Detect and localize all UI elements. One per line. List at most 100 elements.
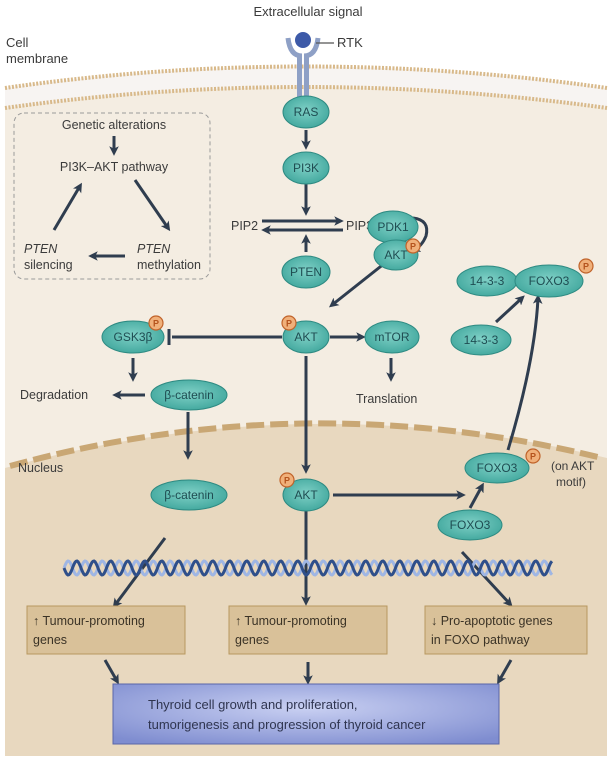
cell-membrane-label-2: membrane [6, 51, 68, 66]
akt-membrane-node-label: AKT [384, 248, 408, 262]
arrow-box3-to-outcome [497, 659, 513, 685]
phosphate-label: P [153, 319, 159, 329]
14-3-3-node-label: 14-3-3 [464, 333, 499, 347]
extracellular-signal-label: Extracellular signal [253, 4, 362, 19]
gene-box-1-line2: genes [33, 633, 67, 647]
feedback-loop-box [13, 112, 211, 280]
arrow-pathway-to-methylation [133, 179, 171, 232]
beta-catenin-cytoplasm-node: β-catenin [150, 379, 228, 411]
arrow-1433-binding [494, 295, 525, 324]
akt-nucleus-node-label: AKT [294, 488, 318, 502]
akt-cytoplasm-node-label: AKT [294, 330, 318, 344]
outcome-line2: tumorigenesis and progression of thyroid… [148, 717, 426, 732]
phosphate-label: P [530, 452, 536, 462]
ras-node-label: RAS [294, 105, 319, 119]
arrow-foxo3-export [506, 294, 543, 451]
pi3k-node-label: PI3K [293, 161, 319, 175]
akt-cytoplasm-node-shape [282, 320, 330, 354]
pten-silencing-word: silencing [24, 258, 73, 272]
ras-node-shape [282, 95, 330, 129]
pip3-label: PIP3 [346, 219, 373, 233]
arrow-foxo3-phosphorylation [468, 482, 484, 509]
pi3k-node-shape [282, 151, 330, 185]
translation-label: Translation [356, 392, 417, 406]
dna-strand-front [62, 559, 554, 577]
gsk3b-node-shape [101, 320, 165, 354]
gene-box-1-line1: ↑ Tumour-promoting [33, 614, 145, 628]
mtor-node: mTOR [364, 320, 420, 354]
pten-methylation-word: methylation [137, 258, 201, 272]
nucleus-label: Nucleus [18, 461, 63, 475]
14-3-3-complex-node-label: 14-3-3 [470, 274, 505, 288]
foxo3-phospho-node-label: FOXO3 [477, 461, 518, 475]
pten-methylation-gene: PTEN [137, 242, 171, 256]
degradation-label: Degradation [20, 388, 88, 402]
foxo3-complex-node-shape [514, 264, 584, 298]
ras-node: RAS [282, 95, 330, 129]
cell-membrane [5, 66, 607, 108]
foxo3-phospho-node-shape [464, 452, 530, 484]
mtor-node-label: mTOR [374, 330, 409, 344]
beta-catenin-nucleus-node-shape [150, 479, 228, 511]
14-3-3-complex-node: 14-3-3 [456, 265, 518, 297]
gsk3b-node-label: GSK3β [114, 330, 153, 344]
genetic-alterations-label: Genetic alterations [62, 118, 166, 132]
gene-box-1: ↑ Tumour-promoting genes [26, 605, 186, 655]
arrow-silencing-to-pathway [52, 182, 82, 231]
on-akt-motif-label-1: (on AKT [551, 459, 595, 473]
beta-catenin-nucleus-node-label: β-catenin [164, 488, 214, 502]
phosphate-label: P [286, 319, 292, 329]
phosphate-label: P [410, 242, 416, 252]
gene-box-3-line1: ↓ Pro-apoptotic genes [431, 614, 553, 628]
outcome-line1: Thyroid cell growth and proliferation, [148, 697, 358, 712]
arrow-box1-to-outcome [103, 659, 119, 685]
14-3-3-node: 14-3-3 [450, 324, 512, 356]
gene-box-3: ↓ Pro-apoptotic genes in FOXO pathway [424, 605, 588, 655]
foxo3-complex-node: FOXO3 P [514, 258, 594, 298]
cell-membrane-label-1: Cell [6, 35, 29, 50]
gene-box-2-line2: genes [235, 633, 269, 647]
beta-catenin-nucleus-node: β-catenin [150, 479, 228, 511]
dna-strand-back [62, 559, 554, 577]
phosphate-icon: P [281, 315, 297, 331]
foxo3-node-label: FOXO3 [450, 518, 491, 532]
phosphate-icon: P [578, 258, 594, 274]
arrow-akt-membrane-to-akt [328, 261, 386, 308]
dna-helix-icon [62, 559, 554, 577]
mtor-node-shape [364, 320, 420, 354]
pten-silencing-gene: PTEN [24, 242, 58, 256]
14-3-3-node-shape [450, 324, 512, 356]
akt-nucleus-node: AKT P [279, 472, 330, 512]
akt-nucleus-node-shape [282, 478, 330, 512]
gene-box-2: ↑ Tumour-promoting genes [228, 605, 388, 655]
pi3k-akt-pathway-label: PI3K–AKT pathway [60, 160, 169, 174]
outcome-box: Thyroid cell growth and proliferation, t… [112, 683, 500, 745]
on-akt-motif-label-2: motif) [556, 475, 586, 489]
phosphate-icon: P [279, 472, 295, 488]
beta-catenin-cytoplasm-node-shape [150, 379, 228, 411]
pi3k-node: PI3K [282, 151, 330, 185]
pten-node-label: PTEN [290, 265, 322, 279]
pten-node: PTEN [281, 255, 331, 289]
beta-catenin-cytoplasm-node-label: β-catenin [164, 388, 214, 402]
foxo3-node-shape [437, 509, 503, 541]
rtk-receptor-icon [285, 32, 334, 113]
phosphate-icon: P [405, 238, 421, 254]
phosphate-label: P [583, 262, 589, 272]
pdk1-node-label: PDK1 [377, 220, 409, 234]
gene-box-3-line2: in FOXO pathway [431, 633, 530, 647]
phosphate-icon: P [148, 315, 164, 331]
pip2-label: PIP2 [231, 219, 258, 233]
gene-box-2-line1: ↑ Tumour-promoting [235, 614, 347, 628]
pdk1-node: PDK1 [367, 210, 419, 244]
foxo3-node: FOXO3 [437, 509, 503, 541]
rtk-label: RTK [337, 35, 363, 50]
foxo3-complex-node-label: FOXO3 [529, 274, 570, 288]
foxo3-phospho-node: FOXO3 P [464, 448, 541, 484]
phosphate-label: P [284, 476, 290, 486]
phosphate-icon: P [525, 448, 541, 464]
